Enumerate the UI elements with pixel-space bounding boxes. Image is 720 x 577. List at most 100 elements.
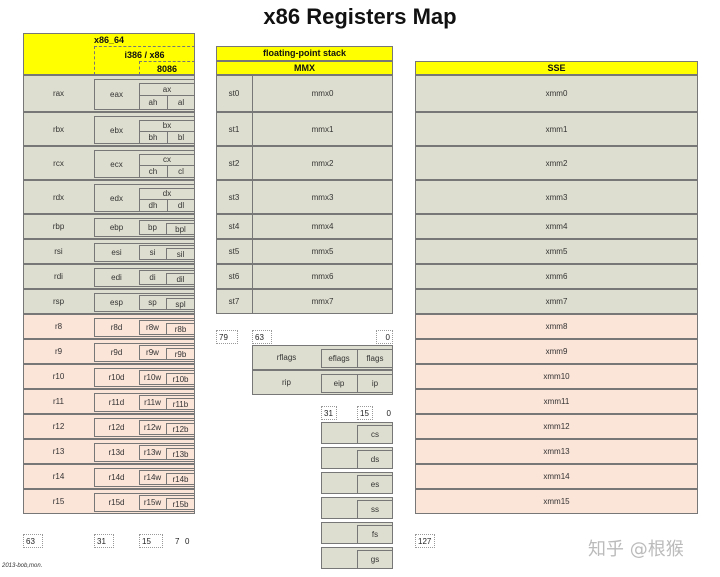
- xmm-register[interactable]: xmm5: [545, 247, 568, 256]
- fp-stack-register[interactable]: st5: [228, 247, 240, 256]
- register-16[interactable]: r12w: [143, 423, 162, 432]
- register-16[interactable]: di: [149, 273, 156, 282]
- register-64[interactable]: rdi: [54, 272, 63, 281]
- mmx-register[interactable]: mmx0: [311, 89, 334, 98]
- register-16[interactable]: ip: [371, 379, 379, 388]
- register-16[interactable]: r14w: [143, 473, 162, 482]
- register-32[interactable]: r14d: [108, 473, 125, 482]
- register-32[interactable]: r9d: [110, 348, 123, 357]
- register-32[interactable]: r8d: [110, 323, 123, 332]
- mmx-register[interactable]: mmx1: [311, 124, 334, 134]
- register-64[interactable]: rsi: [54, 247, 63, 256]
- register-64[interactable]: rsp: [52, 297, 65, 306]
- register-low-8[interactable]: cl: [178, 167, 184, 176]
- register-32[interactable]: esi: [111, 248, 122, 257]
- register-32[interactable]: r15d: [108, 498, 125, 507]
- xmm-register[interactable]: xmm13: [543, 447, 570, 456]
- register-16[interactable]: r15w: [143, 498, 162, 507]
- xmm-register[interactable]: xmm1: [545, 124, 568, 134]
- register-low-8[interactable]: dl: [177, 201, 185, 210]
- register-32[interactable]: esp: [110, 298, 123, 307]
- xmm-register[interactable]: xmm7: [545, 297, 568, 306]
- register-16[interactable]: sp: [148, 298, 157, 307]
- register-64[interactable]: r14: [52, 472, 65, 481]
- register-high-8[interactable]: dh: [148, 201, 158, 210]
- register-low-8[interactable]: r15b: [172, 499, 189, 509]
- register-low-8[interactable]: r13b: [172, 449, 189, 459]
- segment-register[interactable]: gs: [370, 555, 380, 564]
- register-low-8[interactable]: r14b: [172, 474, 189, 484]
- register-32[interactable]: edi: [111, 273, 122, 282]
- register-16[interactable]: ax: [162, 84, 172, 94]
- register-16[interactable]: r9w: [146, 348, 159, 357]
- register-low-8[interactable]: bl: [177, 133, 185, 142]
- register-16[interactable]: r8w: [146, 323, 159, 332]
- register-16[interactable]: bx: [162, 121, 172, 130]
- fp-stack-register[interactable]: st7: [228, 297, 240, 306]
- segment-register[interactable]: cs: [371, 430, 379, 439]
- register-low-8[interactable]: al: [177, 98, 185, 107]
- fp-stack-register[interactable]: st2: [228, 158, 240, 168]
- register-32[interactable]: r10d: [108, 373, 125, 382]
- register-32[interactable]: r12d: [108, 423, 125, 432]
- register-low-8[interactable]: spl: [175, 299, 186, 309]
- register-64[interactable]: r13: [52, 447, 65, 456]
- xmm-register[interactable]: xmm4: [545, 222, 568, 231]
- register-16[interactable]: bp: [148, 223, 157, 232]
- register-64[interactable]: r10: [52, 372, 65, 381]
- register-64[interactable]: r8: [54, 322, 63, 331]
- mmx-register[interactable]: mmx4: [311, 222, 334, 231]
- register-32[interactable]: r13d: [108, 448, 125, 457]
- register-low-8[interactable]: bpl: [175, 224, 186, 234]
- segment-register[interactable]: ds: [370, 455, 380, 464]
- xmm-register[interactable]: xmm12: [543, 422, 570, 431]
- segment-register[interactable]: fs: [371, 530, 379, 539]
- register-16[interactable]: r10w: [143, 373, 162, 382]
- register-64[interactable]: r15: [52, 497, 65, 506]
- register-low-8[interactable]: r9b: [174, 349, 187, 359]
- xmm-register[interactable]: xmm11: [543, 397, 570, 406]
- register-32[interactable]: eax: [110, 90, 123, 99]
- xmm-register[interactable]: xmm3: [545, 192, 568, 202]
- register-high-8[interactable]: ah: [148, 98, 158, 107]
- register-low-8[interactable]: r8b: [174, 324, 187, 334]
- segment-register[interactable]: es: [370, 480, 380, 489]
- register-high-8[interactable]: ch: [148, 167, 158, 176]
- register-64[interactable]: rcx: [53, 158, 64, 168]
- register-64[interactable]: r11: [53, 397, 64, 406]
- fp-stack-register[interactable]: st3: [228, 192, 240, 202]
- register-low-8[interactable]: r12b: [172, 424, 189, 434]
- mmx-register[interactable]: mmx7: [311, 297, 334, 306]
- mmx-register[interactable]: mmx5: [311, 247, 334, 256]
- register-32[interactable]: eflags: [328, 354, 350, 363]
- register-64[interactable]: rflags: [276, 353, 297, 362]
- xmm-register[interactable]: xmm14: [543, 472, 570, 481]
- fp-stack-register[interactable]: st6: [228, 272, 240, 281]
- xmm-register[interactable]: xmm9: [545, 347, 568, 356]
- xmm-register[interactable]: xmm8: [545, 322, 568, 331]
- fp-stack-register[interactable]: st0: [228, 89, 240, 98]
- register-64[interactable]: rax: [52, 89, 65, 98]
- register-64[interactable]: rdx: [52, 192, 65, 202]
- register-16[interactable]: cx: [163, 155, 171, 164]
- register-64[interactable]: rip: [282, 378, 291, 387]
- register-low-8[interactable]: dil: [176, 274, 185, 284]
- register-low-8[interactable]: sil: [176, 249, 185, 259]
- register-64[interactable]: r12: [52, 422, 65, 431]
- register-32[interactable]: ebp: [109, 223, 124, 232]
- register-high-8[interactable]: bh: [148, 133, 158, 142]
- register-16[interactable]: flags: [366, 354, 384, 363]
- register-32[interactable]: eip: [333, 379, 345, 388]
- segment-register[interactable]: ss: [371, 505, 379, 514]
- fp-stack-register[interactable]: st4: [228, 222, 240, 231]
- mmx-register[interactable]: mmx2: [311, 158, 334, 168]
- xmm-register[interactable]: xmm2: [545, 158, 568, 168]
- fp-stack-register[interactable]: st1: [228, 124, 240, 134]
- xmm-register[interactable]: xmm10: [543, 372, 570, 381]
- register-64[interactable]: rbp: [52, 222, 65, 231]
- mmx-register[interactable]: mmx3: [311, 192, 334, 202]
- register-32[interactable]: ecx: [110, 159, 123, 169]
- register-low-8[interactable]: r10b: [172, 374, 189, 384]
- register-64[interactable]: r9: [54, 347, 63, 356]
- register-16[interactable]: dx: [162, 189, 172, 198]
